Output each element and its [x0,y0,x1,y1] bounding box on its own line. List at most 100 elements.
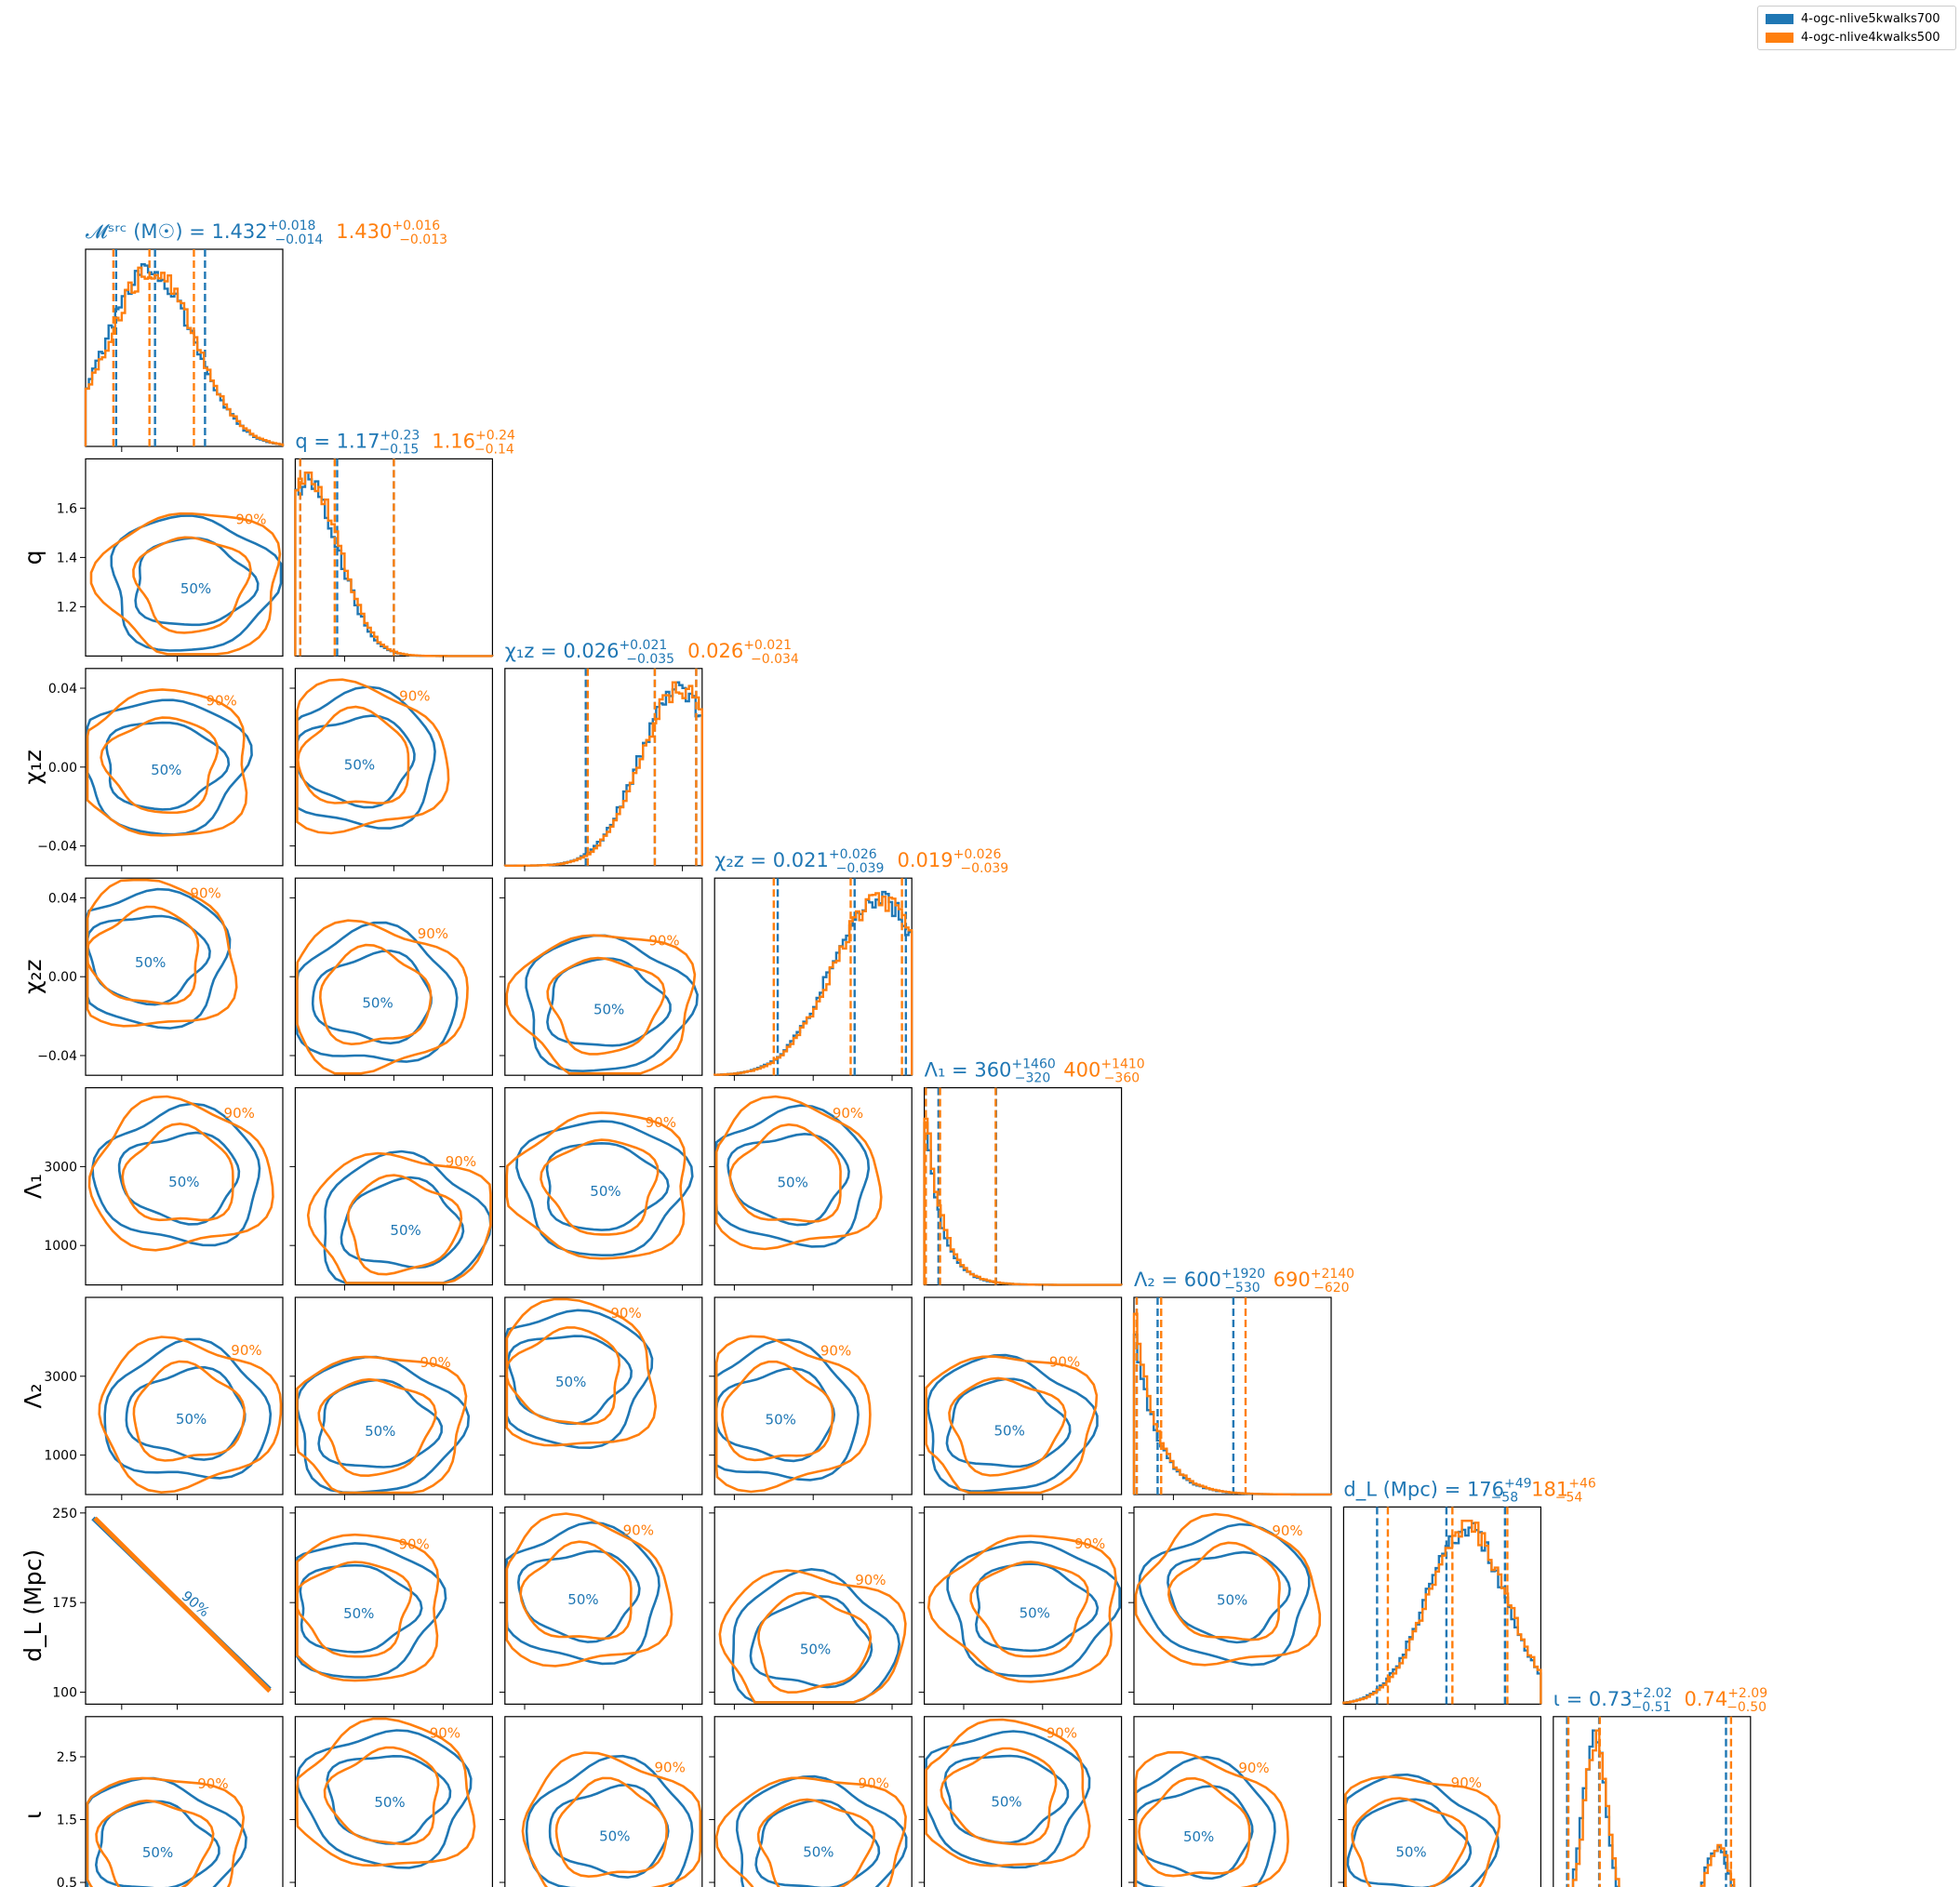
contour-label: 90% [648,933,679,950]
title-label: 𝓜ˢʳᶜ (M☉) = [86,220,212,243]
contour-90-orange [925,1355,1099,1495]
contour-50-blue [545,1141,670,1231]
contour-90-orange [86,878,238,1028]
contour-label: 50% [365,1423,395,1440]
histogram-orange [1571,1729,1736,1887]
title-minus-orange: −620 [1313,1281,1349,1296]
panel-lambda1-chi1z: 50%90% [499,1086,703,1291]
contour-50-blue [548,1783,670,1879]
contour-50-orange [1351,1797,1469,1887]
title-median-blue: 176 [1467,1478,1504,1500]
contour-label: 50% [991,1794,1021,1811]
title-plus-orange: +2.09 [1727,1686,1767,1701]
panel-frame [85,1716,284,1887]
panel-lambda1-q: 50%90% [289,1086,493,1291]
panel-frame [713,1086,913,1286]
title-plus-blue: +0.018 [268,219,316,233]
y-axis-label-chi1z: χ₁z [20,750,47,785]
title-plus-orange: +2140 [1311,1267,1354,1282]
title-median-blue: 1.432 [212,220,268,243]
contour-label: 90% [418,925,448,942]
panel-frame [923,1086,1123,1286]
contour-50-orange [132,536,252,634]
contour-90-blue [103,1337,273,1480]
panel-frame [504,877,703,1076]
contour-50-orange [554,1776,669,1879]
contour-90-orange [296,1355,468,1495]
panel-frame [85,1086,284,1286]
contour-label: 50% [142,1844,173,1861]
contour-50-orange [1167,1541,1281,1641]
contour-50-blue [974,1562,1100,1653]
y-tick-label: 0.04 [48,682,77,697]
title-plus-blue: +2.02 [1633,1686,1673,1701]
histogram-orange [923,1117,1122,1286]
contour-90-blue [91,1102,261,1247]
contour-label: 90% [654,1759,685,1775]
histogram-orange [84,266,285,446]
y-tick-label: 0.00 [48,970,77,985]
contour-50-orange [347,1174,463,1276]
contour-50-blue [117,1131,241,1226]
contour-90-orange [89,512,282,656]
contour-50-blue [134,537,260,627]
contour-label: 50% [567,1591,598,1608]
contour-50-orange [546,956,666,1056]
panel-chi2z-mchirp: 50%90%−0.040.000.04 [37,877,284,1082]
title-plus-orange: +0.24 [475,428,515,443]
contour-label: 50% [1217,1591,1247,1608]
contour-label: 50% [343,1605,374,1622]
panel-iota-q: 50%90%1.21.41.6 [289,1716,493,1887]
contour-50-orange [721,1360,834,1462]
contour-label: 90% [190,885,220,902]
title-minus-blue: −58 [1491,1490,1519,1505]
contour-90-orange [296,919,469,1075]
contour-50-blue [299,1563,423,1654]
contour-90-blue [296,1355,471,1495]
title-plus-blue: +0.021 [619,638,667,653]
contour-50-orange [728,1123,842,1223]
title-median-blue: 600 [1184,1269,1221,1291]
y-axis-label-lambda1: Λ₁ [20,1174,47,1199]
panel-frame [504,1296,703,1495]
contour-50-orange [948,1376,1067,1477]
panel-chi2z-chi1z: 50%90% [499,877,703,1082]
panel-lambda2-chi2z: 50%90% [709,1296,913,1500]
title-minus-orange: −0.50 [1727,1700,1767,1715]
contour-90-orange [505,1512,673,1668]
title-median-orange: 1.430 [336,220,392,243]
title-plus-blue: +1460 [1011,1057,1055,1072]
contour-label: 90% [206,693,236,710]
y-tick-label: 100 [52,1686,77,1701]
contour-label: 50% [777,1174,807,1190]
contour-90-orange [925,1718,1091,1867]
panel-frame [713,1296,913,1495]
contour-label: 90% [398,1536,429,1553]
contour-label: 50% [168,1174,199,1190]
contour-50-orange [519,1540,633,1641]
contour-label: 90% [1049,1353,1080,1370]
legend-label-blue: 4-ogc-nlive5kwalks700 [1801,11,1940,26]
contour-label: 90% [1451,1774,1482,1791]
title-minus-blue: −0.51 [1632,1700,1672,1715]
contour-90-blue [515,1120,694,1257]
title-minus-blue: −0.039 [836,861,885,876]
contour-50-orange [100,716,220,815]
contour-label: 90% [859,1774,889,1791]
contour-90-orange [927,1535,1117,1683]
y-tick-label: 1.5 [57,1814,77,1828]
panel-frame [1553,1716,1752,1887]
y-tick-label: 1.2 [57,600,77,615]
panel-dl-q: 50% 90% [289,1506,493,1710]
title-median-orange: 690 [1273,1269,1311,1291]
panel-frame [1133,1506,1332,1706]
legend-entry-blue: 4-ogc-nlive5kwalks700 [1766,10,1940,27]
legend-swatch-orange [1766,32,1793,43]
